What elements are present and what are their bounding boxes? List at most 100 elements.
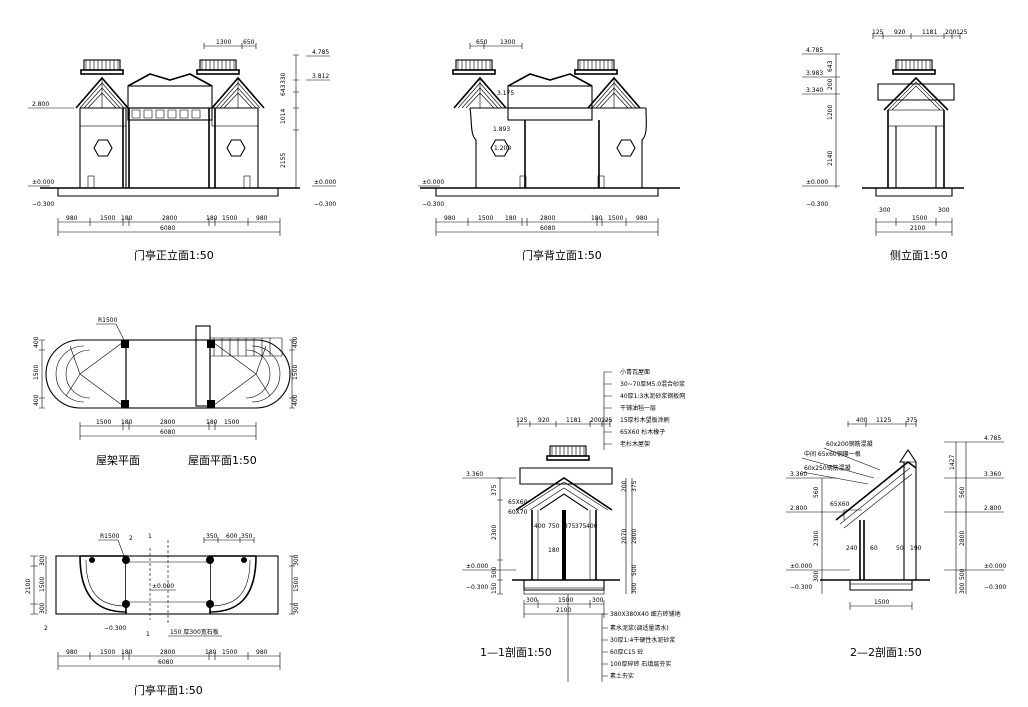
sec1-top-dim: 920 <box>538 417 550 424</box>
front-vdim: 643 <box>280 84 287 96</box>
roof-note: 30~70厚M5.0混合砂浆 <box>620 380 685 388</box>
sec1-inner-dim: 750 <box>548 523 560 530</box>
back-bottom-dim: 980 <box>444 215 456 222</box>
plan-right-dim: 300 <box>293 554 300 566</box>
plan-right-dim: 300 <box>293 602 300 614</box>
sec1-total-dim: 2100 <box>556 607 571 614</box>
sec1-vdim: 150 <box>491 582 498 594</box>
back-bottom-dim: 180 <box>591 215 603 222</box>
side-level: ±0.000 <box>806 179 828 186</box>
front-top-dim: 650 <box>243 39 255 46</box>
back-annotation: 3.175 <box>497 90 514 97</box>
sec2-inner-dim: 190 <box>910 545 922 552</box>
back-elevation-title: 门亭背立面1:50 <box>522 248 602 262</box>
sec2-vdim: 300 <box>813 570 820 582</box>
sec2-vdim: 2800 <box>959 531 966 546</box>
back-annotation: 1.893 <box>493 126 510 133</box>
front-level-left: −0.300 <box>32 201 54 208</box>
plan-top-dim: 600 <box>226 533 238 540</box>
plan-bottom-dim: 180 <box>205 649 217 656</box>
plan-radius-label: R1500 <box>100 533 120 540</box>
sec2-note: 60x200钢筋混凝 <box>826 440 873 448</box>
plan-bottom-dim: 1500 <box>100 649 115 656</box>
plan-bottom-dim: 180 <box>121 649 133 656</box>
sec1-vdim: 2300 <box>491 525 498 540</box>
sec1-bottom-dim: 300 <box>592 597 604 604</box>
front-elevation-title: 门亭正立面1:50 <box>134 248 214 262</box>
sec2-level-left: ±0.000 <box>790 563 812 570</box>
sec1-inner-dim: 400 <box>586 523 598 530</box>
plan-left-dim: 1500 <box>39 577 46 592</box>
roof-plan: R1500 400 1500 400 400 1500 400 1500 180… <box>33 317 299 467</box>
back-level: ±0.000 <box>422 179 444 186</box>
side-vdim: 2140 <box>827 151 834 166</box>
sec2-vdim: 300 <box>959 582 966 594</box>
sec1-member: 60X70 <box>508 509 528 516</box>
front-bottom-dim: 1500 <box>222 215 237 222</box>
roof-note: 15厚杉木望板涂刷 <box>620 416 670 424</box>
side-total-dim: 2100 <box>910 225 925 232</box>
sec2-note: 60x250钢筋混凝 <box>804 464 851 472</box>
section-marker: 2 <box>129 535 133 542</box>
plan-left-dim: 2100 <box>25 579 32 594</box>
gate-plan: R1500 2 1 2 1 350 600 350 ±0.000 −0.300 … <box>25 533 300 697</box>
side-elevation: 125 920 1181 200 125 4.785 3.983 3.340 ±… <box>802 29 968 262</box>
sec2-vdim: 1427 <box>949 455 956 470</box>
front-level-top: 4.785 <box>312 49 329 56</box>
side-vdim: 200 <box>827 78 834 90</box>
sec1-vdim: 300 <box>631 582 638 594</box>
front-level-right: −0.300 <box>314 201 336 208</box>
sec2-vdim: 2300 <box>813 531 820 546</box>
sec2-level-left: 2.800 <box>790 505 807 512</box>
sec2-top-dim: 1125 <box>876 417 891 424</box>
front-vdim: 2155 <box>280 153 287 168</box>
sec1-vdim: 375 <box>491 484 498 496</box>
plan-total-dim: 6080 <box>158 659 173 666</box>
front-vdim: 1014 <box>280 109 287 124</box>
plan-bottom-dim: 1500 <box>222 649 237 656</box>
roof-frame-plan-title: 屋架平面 <box>96 454 140 467</box>
front-vdim: 330 <box>280 72 287 84</box>
roof-right-dim: 1500 <box>292 365 299 380</box>
sec1-vdim: 375 <box>631 480 638 492</box>
plan-top-dim: 350 <box>241 533 253 540</box>
front-level-left: 2.800 <box>32 101 49 108</box>
front-elevation: 1300 650 4.785 3.812 643 330 1014 2155 2… <box>28 39 336 262</box>
side-top-dim: 125 <box>956 29 968 36</box>
sec1-inner-dim: 180 <box>548 547 560 554</box>
roof-bottom-dim: 1500 <box>96 419 111 426</box>
front-bottom-dim: 980 <box>256 215 268 222</box>
plan-right-dim: 1500 <box>293 577 300 592</box>
front-total-dim: 6080 <box>160 225 175 232</box>
sec2-inner-dim: 50 <box>896 545 904 552</box>
front-level: 3.812 <box>312 73 329 80</box>
sec2-vdim: 560 <box>959 486 966 498</box>
roof-note: 40厚1:3水泥砂浆钢板网 <box>620 392 685 400</box>
sec2-top-dim: 375 <box>906 417 918 424</box>
sec1-level: −0.300 <box>466 584 488 591</box>
side-level: 3.340 <box>806 87 823 94</box>
roof-bottom-dim: 180 <box>121 419 133 426</box>
plan-level-low: −0.300 <box>104 625 126 632</box>
sec1-vdim: 2800 <box>631 529 638 544</box>
back-bottom-dim: 1500 <box>608 215 623 222</box>
back-bottom-dim: 180 <box>505 215 517 222</box>
front-bottom-dim: 980 <box>66 215 78 222</box>
sec1-top-dim: 1181 <box>566 417 581 424</box>
section-2-title: 2—2剖面1:50 <box>850 645 922 659</box>
sec1-top-dim: 125 <box>601 417 613 424</box>
side-level: 4.785 <box>806 47 823 54</box>
sec1-vdim: 500 <box>631 564 638 576</box>
section-marker: 2 <box>44 625 48 632</box>
plan-top-dim: 350 <box>206 533 218 540</box>
roof-note: 小青瓦屋面 <box>620 368 650 376</box>
sec1-inner-dim: 375 <box>575 523 587 530</box>
sec1-level: ±0.000 <box>466 563 488 570</box>
side-top-dim: 200 <box>945 29 957 36</box>
sec2-vdim: 560 <box>813 486 820 498</box>
side-top-dim: 1181 <box>922 29 937 36</box>
plan-left-dim: 300 <box>39 602 46 614</box>
sec1-vdim: 500 <box>491 566 498 578</box>
